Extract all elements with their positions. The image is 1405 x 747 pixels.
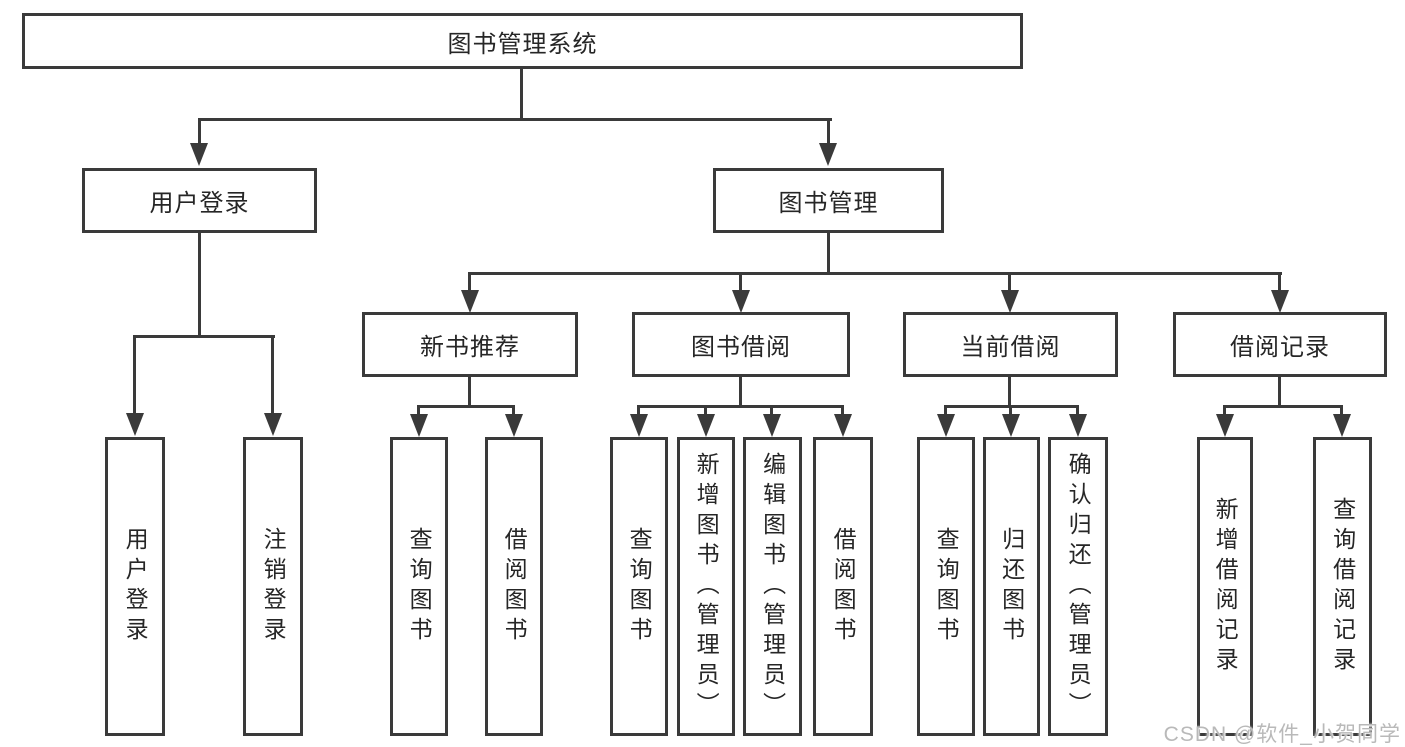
leaf-query-books-borrowing: 查询图书 (610, 437, 668, 736)
leaf-query-borrow-record: 查询借阅记录 (1313, 437, 1372, 736)
node-label: 图书借阅 (691, 334, 791, 361)
node-current-borrowing: 当前借阅 (903, 312, 1118, 377)
leaf-label: 确认归还（管理员） (1065, 451, 1092, 722)
arrow-down-icon (1002, 414, 1020, 437)
arrow-down-icon (1216, 414, 1234, 437)
arrow-down-icon (819, 143, 837, 166)
leaf-user-login: 用户登录 (105, 437, 165, 736)
leaf-add-borrow-record: 新增借阅记录 (1197, 437, 1253, 736)
leaf-query-books-current: 查询图书 (917, 437, 975, 736)
leaf-borrow-books-recommend: 借阅图书 (485, 437, 543, 736)
leaf-logout: 注销登录 (243, 437, 303, 736)
connector-vline (770, 405, 773, 416)
node-label: 用户登录 (149, 190, 250, 217)
connector-vline (827, 233, 830, 275)
leaf-label: 查询图书 (626, 526, 653, 647)
arrow-down-icon (937, 414, 955, 437)
arrow-down-icon (1001, 290, 1019, 313)
connector-vline (198, 118, 201, 144)
connector-vline (133, 335, 136, 415)
connector-vline (704, 405, 707, 416)
arrow-down-icon (264, 413, 282, 436)
arrow-down-icon (410, 414, 428, 437)
connector-vline (468, 377, 471, 408)
leaf-label: 借阅图书 (830, 526, 857, 647)
connector-vline (1278, 377, 1281, 408)
connector-vline (841, 405, 844, 416)
node-user-login: 用户登录 (82, 168, 317, 233)
node-new-book-recommendation: 新书推荐 (362, 312, 578, 377)
arrow-down-icon (1069, 414, 1087, 437)
arrow-down-icon (697, 414, 715, 437)
leaf-label: 查询借阅记录 (1329, 496, 1356, 677)
arrow-down-icon (126, 413, 144, 436)
arrow-down-icon (630, 414, 648, 437)
connector-vline (1008, 272, 1011, 292)
connector-vline (1009, 405, 1012, 416)
leaf-edit-book-admin: 编辑图书（管理员） (743, 437, 802, 736)
connector-vline (739, 272, 742, 292)
watermark: CSDN @软件_小贺同学 (1163, 723, 1401, 746)
node-borrowing-records: 借阅记录 (1173, 312, 1387, 377)
connector-vline (512, 405, 515, 416)
arrow-down-icon (505, 414, 523, 437)
leaf-confirm-return-admin: 确认归还（管理员） (1048, 437, 1108, 736)
node-label: 新书推荐 (420, 334, 520, 361)
connector-vline (944, 405, 947, 416)
arrow-down-icon (834, 414, 852, 437)
connector-hline (198, 118, 832, 121)
leaf-label: 查询图书 (933, 526, 960, 647)
arrow-down-icon (732, 290, 750, 313)
connector-vline (520, 69, 523, 121)
connector-vline (417, 405, 420, 416)
connector-hline (417, 405, 515, 408)
leaf-add-book-admin: 新增图书（管理员） (677, 437, 735, 736)
arrow-down-icon (763, 414, 781, 437)
connector-vline (271, 335, 274, 415)
connector-hline (637, 405, 844, 408)
connector-vline (739, 377, 742, 408)
connector-vline (1340, 405, 1343, 416)
node-library-management-system: 图书管理系统 (22, 13, 1023, 69)
leaf-label: 注销登录 (260, 526, 287, 647)
arrow-down-icon (461, 290, 479, 313)
node-label: 图书管理系统 (447, 30, 598, 58)
connector-vline (827, 118, 830, 144)
node-label: 借阅记录 (1230, 334, 1330, 361)
connector-hline (134, 335, 275, 338)
leaf-label: 新增图书（管理员） (693, 451, 720, 722)
leaf-label: 查询图书 (406, 526, 433, 647)
node-book-management: 图书管理 (713, 168, 944, 233)
node-label: 当前借阅 (960, 334, 1061, 361)
connector-hline (1223, 405, 1343, 408)
arrow-down-icon (190, 143, 208, 166)
connector-vline (1076, 405, 1079, 416)
arrow-down-icon (1333, 414, 1351, 437)
connector-hline (468, 272, 1282, 275)
connector-vline (198, 233, 201, 338)
connector-vline (1278, 272, 1281, 292)
leaf-label: 借阅图书 (501, 526, 528, 647)
leaf-query-books-recommend: 查询图书 (390, 437, 448, 736)
node-label: 图书管理 (778, 190, 879, 217)
connector-vline (1223, 405, 1226, 416)
leaf-label: 归还图书 (998, 526, 1025, 647)
leaf-label: 新增借阅记录 (1212, 496, 1239, 677)
node-book-borrowing: 图书借阅 (632, 312, 850, 377)
arrow-down-icon (1271, 290, 1289, 313)
leaf-borrow-books: 借阅图书 (813, 437, 873, 736)
connector-vline (1008, 377, 1011, 408)
connector-vline (637, 405, 640, 416)
leaf-label: 编辑图书（管理员） (759, 451, 786, 722)
connector-vline (468, 272, 471, 292)
leaf-label: 用户登录 (122, 526, 149, 647)
leaf-return-books: 归还图书 (983, 437, 1040, 736)
